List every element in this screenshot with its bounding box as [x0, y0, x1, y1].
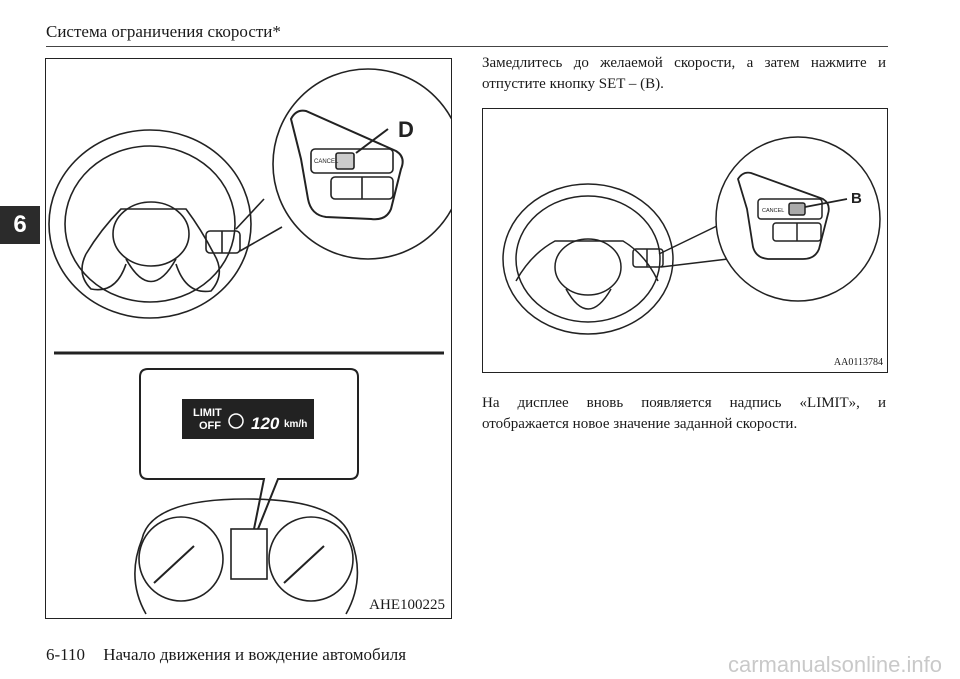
display-limit-text: LIMIT: [193, 407, 222, 419]
display-off-text: OFF: [199, 420, 221, 432]
steering-set-illustration: B CANCEL: [502, 136, 881, 335]
steering-wheel-rim: [48, 129, 252, 319]
header-title: Система ограничения скорости*: [46, 22, 281, 41]
instruction-paragraph: Замедлитесь до желаемой скорости, а зате…: [482, 55, 886, 92]
limiter-gauge-icon: [228, 413, 244, 429]
callout-letter-b: B: [851, 190, 862, 207]
cancel-button-label: CANCEL: [314, 159, 339, 165]
header-rule: [46, 46, 888, 47]
figure-code-right: AA0113784: [833, 357, 883, 368]
figure-steering-set-button: B CANCEL AA0113784: [482, 108, 888, 373]
chapter-tab: 6: [0, 206, 40, 244]
steering-wheel-rim-inner: [64, 145, 236, 303]
footer-section-title: Начало движения и вождение автомобиля: [103, 645, 407, 664]
page-number: 6-110: [46, 645, 86, 664]
figure-code-left: AHE100225: [369, 597, 445, 613]
steering-wheel-hub: [554, 238, 622, 296]
callout-letter-d: D: [398, 117, 414, 142]
limit-display-panel: [182, 399, 314, 439]
steering-wheel-spokes: [85, 208, 215, 255]
watermark: carmanualsonline.info: [727, 652, 942, 677]
steering-wheel-rim: [502, 183, 674, 335]
steering-cluster-illustration: LIMIT OFF 120 km/h D CANCEL: [48, 68, 451, 615]
result-paragraph: На дисплее вновь появляется надпись «LIM…: [482, 395, 886, 432]
display-callout-bubble: [139, 368, 359, 550]
cancel-button-label: CANCEL: [762, 208, 784, 214]
display-speed-unit: km/h: [284, 419, 307, 430]
page-footer: 6-110 Начало движения и вождение автомоб…: [46, 645, 406, 665]
instrument-cluster-outline: [141, 498, 359, 615]
steering-wheel-hub: [112, 201, 190, 267]
figure-steering-and-cluster: LIMIT OFF 120 km/h D CANCEL AHE100225: [45, 58, 452, 619]
display-speed-value: 120: [251, 414, 280, 433]
